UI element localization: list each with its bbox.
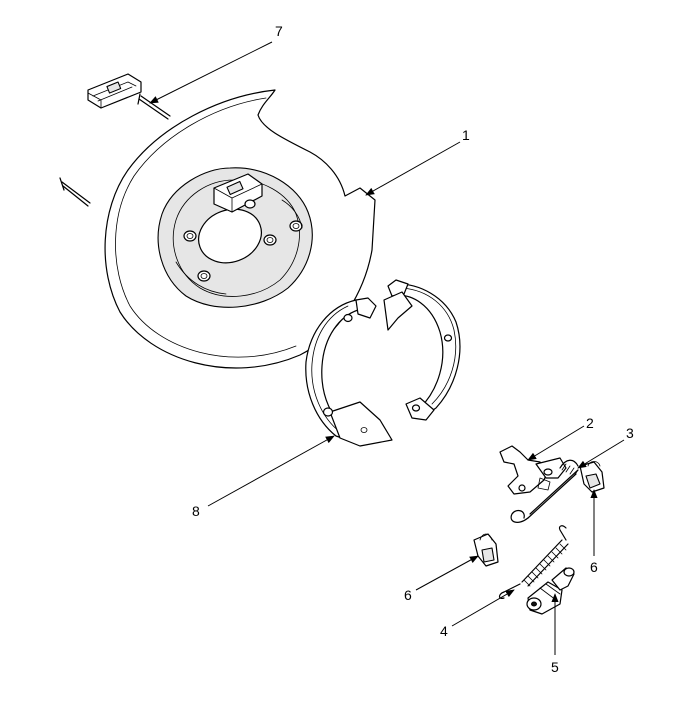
leader-3 [577, 439, 625, 469]
brake-shoe-left-part-8 [305, 297, 393, 447]
callout-7: 7 [275, 23, 283, 39]
leader-4 [451, 589, 515, 627]
leader-1 [365, 141, 461, 196]
callout-6-right: 6 [590, 559, 598, 575]
callout-2: 2 [586, 415, 594, 431]
leader-2 [527, 425, 585, 461]
retaining-clip-part-7 [87, 73, 142, 109]
callout-labels: 7 1 2 3 6 6 4 5 8 [192, 23, 634, 675]
callout-4: 4 [440, 623, 448, 639]
hold-down-pin-left [59, 177, 91, 207]
holder-clip-part-6-left [473, 533, 499, 567]
adjuster-lever-part-2 [499, 445, 567, 495]
leader-8 [207, 435, 335, 507]
holder-clip-part-6-right [579, 461, 605, 493]
backing-plate-part-1 [104, 89, 376, 369]
leader-6-left [415, 555, 479, 591]
adjuster-spring-part-4 [498, 525, 569, 599]
hold-down-pin-upper [137, 93, 171, 120]
brake-shoe-right [383, 279, 461, 421]
leader-lines [149, 41, 625, 655]
callout-1: 1 [462, 127, 470, 143]
return-spring-part-3 [510, 459, 579, 523]
callout-5: 5 [551, 659, 559, 675]
adjuster-strut-part-5 [526, 567, 575, 615]
callout-3: 3 [626, 425, 634, 441]
callout-8: 8 [192, 503, 200, 519]
leader-7 [149, 41, 273, 104]
callout-6-left: 6 [404, 587, 412, 603]
